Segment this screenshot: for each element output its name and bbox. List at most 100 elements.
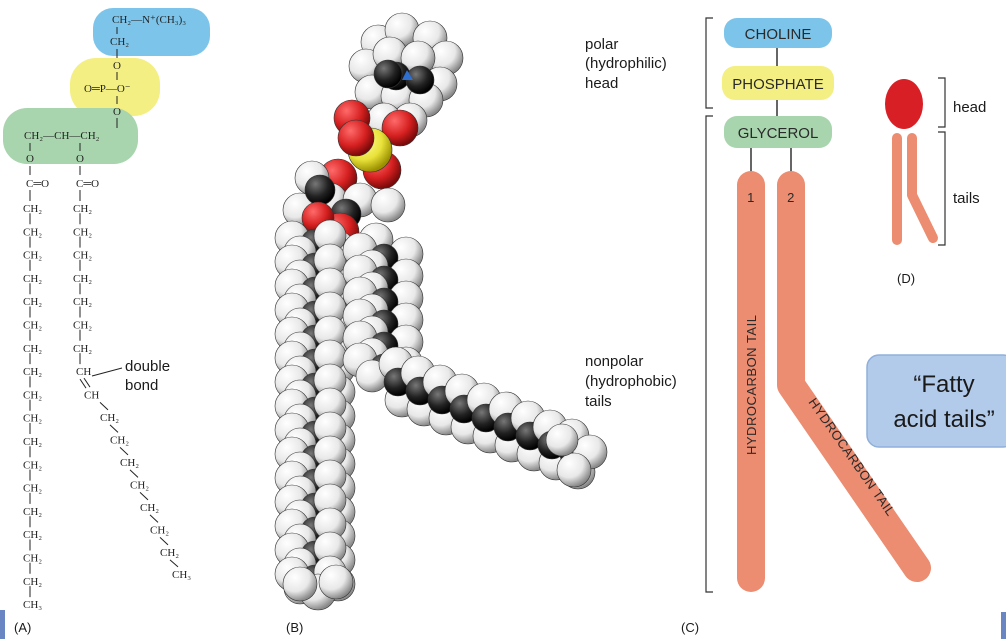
chain-2-ch2: CH₂ [73,343,92,355]
chain-1-ch2: CH₂ [23,506,42,518]
atom-sphere [545,423,579,457]
tails-label: tails [953,190,980,207]
atom-sphere [318,564,354,600]
ester-o-2-text: O [76,153,84,165]
chain-2-ch2: CH₂ [120,457,139,469]
glycerol-pill-label: GLYCEROL [738,125,819,142]
tails-bracket [938,131,946,246]
panel-c-label: (C) [681,620,699,635]
chain-2-ch-1: CH [76,366,91,378]
chain-1-ch2: CH₂ [23,343,42,355]
panel-a-label: (A) [14,620,31,635]
chain-2-ch2: CH₂ [73,250,92,262]
chain-2-ch2: CH₂ [73,320,92,332]
double-bond-pointer [91,367,123,377]
panel-a-structural-formula: CH₂—N⁺(CH₃)₃ CH₂ O O═P—O⁻ O CH₂—CH—CH₂ O… [3,8,210,611]
nonpolar-label-line-1: nonpolar [585,353,643,370]
polar-label-line-1: polar [585,36,618,53]
phosphate-group-text: O═P—O⁻ [84,83,131,95]
choline-pill-label: CHOLINE [745,26,812,43]
ester-o-1-text: O [26,153,34,165]
chain-2-ch2: CH₂ [73,296,92,308]
chain-2-ch2: CH₂ [100,412,119,424]
chain-2-ch2: CH₂ [73,226,92,238]
panel-b-space-filling-model [274,12,608,611]
atom-sphere [556,452,592,488]
choline-pill [724,18,832,48]
panel-b-label: (B) [286,620,303,635]
polar-label-line-2: (hydrophilic) [585,55,667,72]
chain-1-ch2: CH₂ [23,250,42,262]
chain-2-ch2: CH₂ [140,502,159,514]
chain-1-ch2: CH₂ [23,459,42,471]
chain-1-ch2: CH₂ [23,296,42,308]
double-bond-label-1: double [125,358,170,375]
slide-edge-left [0,610,5,639]
chain-1-ch2: CH₂ [23,553,42,565]
choline-highlight [93,8,210,56]
chain-1-ch2: CH₂ [23,529,42,541]
nitrogen-atom [402,70,413,80]
chain-1-ch2: CH₂ [23,413,42,425]
chain-2-ch3: CH₃ [172,569,191,581]
atom-sphere [304,174,336,206]
chain-2-ch2: CH₂ [73,203,92,215]
note-line-2: acid tails” [893,406,994,433]
atom-sphere [337,119,375,157]
tail-1-number: 1 [747,190,755,205]
slide-edge-right [1001,612,1006,639]
choline-group-text: CH₂—N⁺(CH₃)₃ [112,14,186,26]
chain-1-ch2: CH₂ [23,320,42,332]
atom-sphere [373,59,403,89]
atom-sphere [282,566,318,602]
head-label: head [953,99,986,116]
chain-1-ch2: CH₂ [23,389,42,401]
phosphate-o-bottom-text: O [113,106,121,118]
double-bond-label-2: bond [125,377,158,394]
chain-1-ch2: CH₂ [23,226,42,238]
chain-2-ch2: CH₂ [150,524,169,536]
icon-tail-2 [907,133,938,243]
phosphate-pill [722,66,834,100]
carbonyl-2-text: C═O [76,178,99,190]
atom-spheres [274,12,608,611]
fatty-acid-chain-1: CH₂ CH₂ CH₂ CH₂ CH₂ CH₂ CH₂ CH₂ CH₂ CH₂ CH₂ CH₂ CH₂ C… [23,190,42,611]
phosphate-o-top-text: O [113,60,121,72]
note-line-1: “Fatty [913,371,974,398]
polar-label-line-3: head [585,75,618,92]
nonpolar-label-line-2: (hydrophobic) [585,373,677,390]
chain-2-ch2: CH₂ [130,479,149,491]
chain-1-ch2: CH₂ [23,436,42,448]
icon-head [885,79,923,129]
choline-ch2-text: CH₂ [110,36,129,48]
polar-head-bracket [705,17,713,109]
atom-sphere [381,109,419,147]
chain-2-ch-2: CH [84,389,99,401]
hydrocarbon-tail-2 [777,171,931,582]
panel-c-schematic: polar (hydrophilic) head nonpolar (hydro… [585,17,931,593]
fatty-acid-tails-note: “Fatty acid tails” [866,354,1006,448]
chain-1-ch2: CH₂ [23,203,42,215]
chain-2-ch2: CH₂ [110,434,129,446]
chain-2-ch2: CH₂ [160,547,179,559]
chain-1-ch2: CH₂ [23,576,42,588]
phosphate-highlight [70,58,160,116]
glycerol-pill [724,116,832,148]
glycerol-group-text: CH₂—CH—CH₂ [24,130,100,142]
tail-2-number: 2 [787,190,795,205]
chain-1-ch2: CH₂ [23,366,42,378]
chain-1-ch2: CH₂ [23,273,42,285]
chain-1-ch3: CH₃ [23,599,42,611]
chain-1-ch2: CH₂ [23,483,42,495]
panel-d-icon: head tails (D) [885,77,986,286]
panel-d-label: (D) [897,271,915,286]
fatty-acid-chain-2: CH₂CH₂CH₂CH₂CH₂CH₂CH₂CHCHCH₂CH₂CH₂CH₂CH₂… [73,190,191,581]
carbonyl-1-text: C═O [26,178,49,190]
nonpolar-label-line-3: tails [585,393,612,410]
head-bracket [938,77,946,128]
atom-sphere [370,187,406,223]
phosphate-pill-label: PHOSPHATE [732,76,823,93]
chain-2-ch2: CH₂ [73,273,92,285]
